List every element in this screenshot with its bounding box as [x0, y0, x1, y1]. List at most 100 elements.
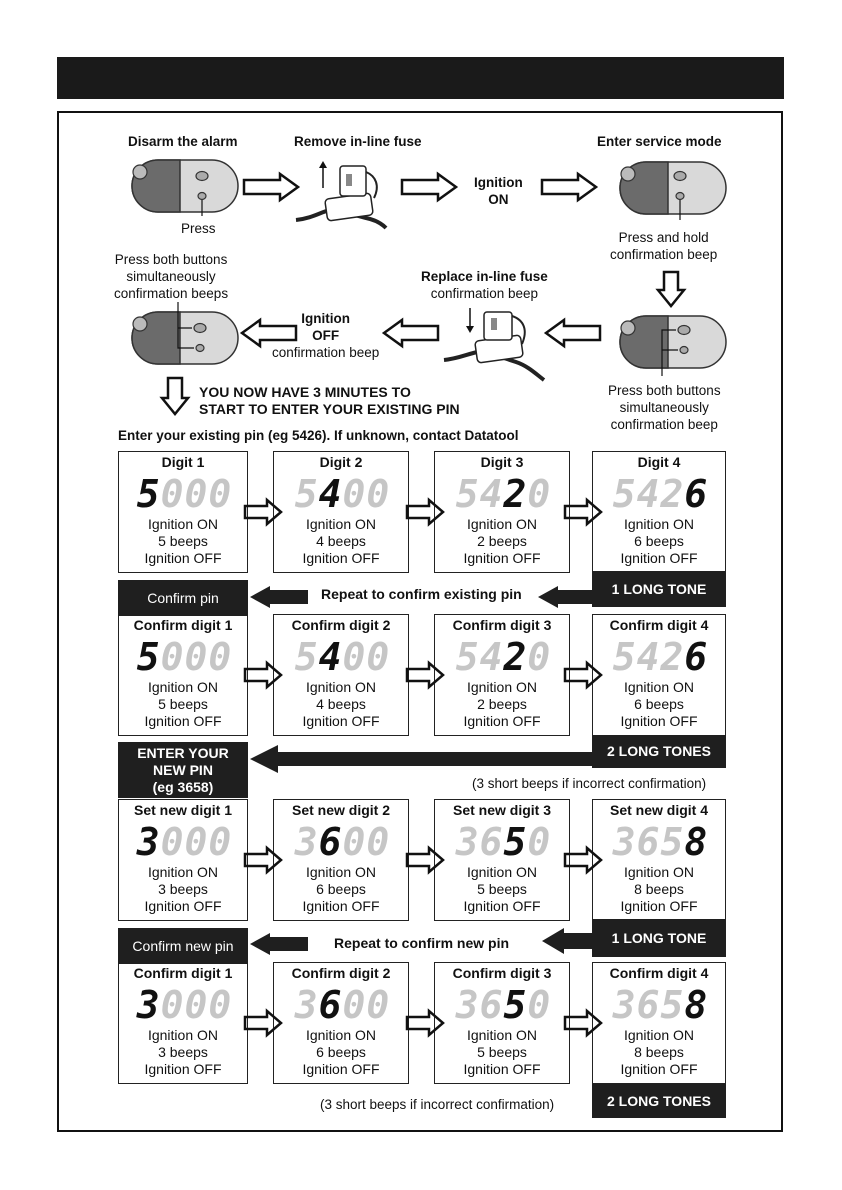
lcd-digit: 2 [503, 472, 527, 516]
lcd-digit: 6 [318, 983, 342, 1027]
lcd-digit: 6 [479, 820, 503, 864]
step-instruction: Ignition ON [147, 679, 219, 695]
long-tone-badge: 1 LONG TONE [592, 571, 726, 607]
lcd-digit: 0 [160, 820, 184, 864]
step-instruction: 2 beeps [477, 696, 527, 712]
step-instruction: Ignition ON [147, 1027, 219, 1043]
step-title: Confirm digit 3 [452, 965, 552, 981]
lcd-digit: 0 [366, 472, 389, 516]
arrow-left-icon [239, 317, 298, 349]
lcd-digit: 4 [318, 472, 342, 516]
lcd-digit: 8 [684, 983, 707, 1027]
arrow-right-icon [243, 660, 283, 690]
fuse-icon [295, 161, 388, 230]
step-title: Confirm digit 1 [133, 965, 233, 981]
instruction-frame [57, 111, 783, 1132]
step-instruction: 5 beeps [158, 533, 208, 549]
step-instruction: 6 beeps [634, 696, 684, 712]
step-instruction: Ignition ON [305, 679, 377, 695]
arrow-right-icon [563, 497, 603, 527]
lcd-digit: 3 [136, 983, 160, 1027]
lcd-digit: 6 [636, 820, 660, 864]
lcd-digit: 5 [455, 635, 479, 679]
step-instruction: Ignition OFF [463, 1061, 541, 1077]
arrow-right-icon [405, 1008, 445, 1038]
arrow-down-icon [655, 270, 687, 308]
step-title: Confirm digit 3 [452, 617, 552, 633]
step-instruction: 4 beeps [316, 696, 366, 712]
step-instruction: Ignition OFF [620, 713, 698, 729]
lcd-digit: 5 [503, 820, 527, 864]
lcd-digit: 0 [527, 635, 550, 679]
lcd-digit: 0 [160, 635, 184, 679]
step-instruction: Ignition OFF [144, 713, 222, 729]
lcd-digit: 5 [136, 635, 160, 679]
arrow-left-icon [250, 586, 308, 608]
step-instruction: 8 beeps [634, 881, 684, 897]
step-instruction: 5 beeps [477, 881, 527, 897]
long-tone-badge: 1 LONG TONE [592, 919, 726, 957]
lcd-digit: 5 [660, 820, 684, 864]
arrow-left-icon [538, 586, 594, 608]
lcd-digit: 4 [636, 635, 660, 679]
press-label: Press [181, 221, 216, 236]
lcd-digit: 0 [527, 983, 550, 1027]
step-instruction: Ignition OFF [302, 713, 380, 729]
step-instruction: Ignition OFF [620, 898, 698, 914]
step-title: Confirm digit 4 [609, 965, 709, 981]
arrow-left-icon [542, 928, 596, 954]
step-instruction: Ignition ON [623, 864, 695, 880]
step-instruction: Ignition OFF [620, 1061, 698, 1077]
lcd-digit: 5 [455, 472, 479, 516]
lcd-digit: 6 [479, 983, 503, 1027]
step-title: Confirm digit 2 [291, 965, 391, 981]
arrow-down-icon [159, 376, 191, 416]
lcd-digit: 3 [612, 820, 636, 864]
step-title: Confirm digit 4 [609, 617, 709, 633]
lcd-digit: 3 [455, 983, 479, 1027]
arrow-left-icon [250, 745, 594, 773]
fuse-icon [443, 308, 546, 382]
step-title: Confirm digit 1 [133, 617, 233, 633]
lcd-digit: 0 [342, 820, 366, 864]
step-instruction: Ignition ON [623, 516, 695, 532]
lcd-digit: 4 [479, 635, 503, 679]
lcd-digit: 0 [527, 472, 550, 516]
step-instruction: 3 beeps [158, 881, 208, 897]
lcd-digit: 0 [342, 983, 366, 1027]
step-title: Set new digit 3 [452, 802, 551, 818]
step-title: Digit 4 [637, 454, 681, 470]
lcd-digit: 6 [684, 472, 707, 516]
step-title: Digit 1 [161, 454, 205, 470]
lcd-digit: 4 [479, 472, 503, 516]
step-title: Digit 3 [480, 454, 524, 470]
confirm-new-pin-box: Confirm new pin [118, 928, 248, 964]
lcd-digit: 5 [294, 635, 318, 679]
lcd-digit: 4 [636, 472, 660, 516]
lcd-digit: 0 [184, 472, 208, 516]
step-instruction: Ignition OFF [302, 550, 380, 566]
step-instruction: 6 beeps [316, 1044, 366, 1060]
key-fob-icon [131, 159, 239, 216]
step-instruction: 6 beeps [316, 881, 366, 897]
lcd-digit: 0 [160, 472, 184, 516]
arrow-left-icon [543, 317, 602, 349]
lcd-digit: 0 [342, 472, 366, 516]
lcd-digit: 0 [366, 820, 389, 864]
step-title: Set new digit 4 [609, 802, 708, 818]
arrow-right-icon [242, 171, 301, 203]
lcd-digit: 2 [660, 472, 684, 516]
